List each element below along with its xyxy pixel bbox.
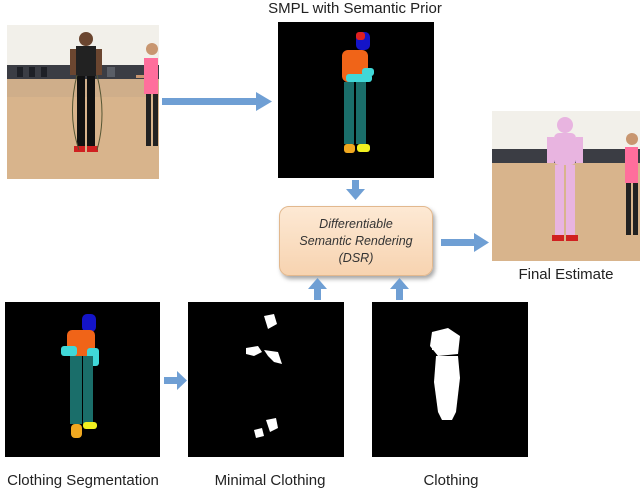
arrow-dsr-to-final: [441, 233, 489, 252]
segmentation-figure: [61, 314, 99, 438]
dsr-box: Differentiable Semantic Rendering (DSR): [279, 206, 433, 276]
smpl-title: SMPL with Semantic Prior: [268, 0, 442, 17]
clothing-label: Clothing: [423, 472, 479, 489]
final-estimate-scene: [492, 111, 640, 261]
dsr-line-2: Semantic Rendering: [299, 233, 413, 248]
arrow-photo-to-smpl: [162, 92, 272, 111]
arrow-minimal-to-dsr: [308, 278, 327, 300]
input-photo-scene: [7, 25, 159, 179]
clothing-segmentation-panel: [5, 302, 160, 457]
arrow-clothing-to-dsr: [390, 278, 409, 300]
clothing-segmentation-label: Clothing Segmentation: [7, 472, 159, 489]
minimal-clothing-mask: [246, 314, 282, 438]
final-estimate-label: Final Estimate: [518, 266, 614, 283]
smpl-semantic-panel: [278, 22, 434, 178]
arrow-smpl-to-dsr: [346, 180, 365, 200]
final-estimate-photo: [492, 111, 640, 261]
arrow-segmentation-to-minimal: [164, 371, 187, 390]
dsr-line-3: (DSR): [338, 250, 374, 265]
smpl-body-figure: [342, 32, 374, 153]
clothing-panel: [372, 302, 528, 457]
minimal-clothing-label: Minimal Clothing: [214, 472, 326, 489]
clothing-mask: [430, 328, 460, 420]
dsr-line-1: Differentiable: [319, 216, 393, 231]
minimal-clothing-panel: [188, 302, 344, 457]
input-photo: [7, 25, 159, 179]
